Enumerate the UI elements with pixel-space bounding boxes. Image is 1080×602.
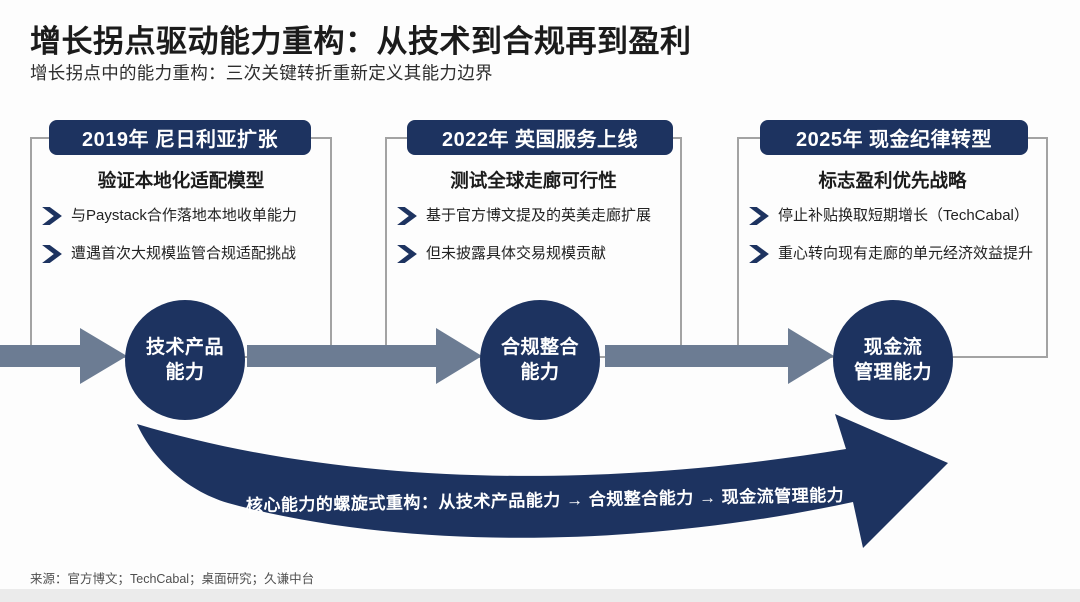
source-note: 来源：官方博文；TechCabal；桌面研究；久谦中台 — [30, 572, 315, 586]
bullet-item: 但未披露具体交易规模贡献 — [397, 244, 677, 264]
card-header-2022: 2022年 英国服务上线 — [407, 120, 673, 155]
bottom-strip — [0, 589, 1080, 602]
chevron-right-icon — [749, 245, 769, 263]
bullet-text: 遭遇首次大规模监管合规适配挑战 — [71, 245, 297, 262]
chevron-right-icon — [42, 207, 62, 225]
bullet-item: 基于官方博文提及的英美走廊扩展 — [397, 206, 677, 226]
card-subheader-2025: 标志盈利优先战略 — [818, 170, 967, 191]
bullet-text: 但未披露具体交易规模贡献 — [426, 245, 607, 262]
bullet-text: 重心转向现有走廊的单元经济效益提升 — [778, 245, 1034, 262]
bullet-item: 与Paystack合作落地本地收单能力 — [42, 206, 327, 226]
bullet-text: 停止补贴换取短期增长（TechCabal） — [778, 207, 1029, 224]
card-header-2019: 2019年 尼日利亚扩张 — [49, 120, 311, 155]
capability-circle-compliance: 合规整合 能力 — [480, 300, 600, 420]
chevron-right-icon — [749, 207, 769, 225]
page-title: 增长拐点驱动能力重构：从技术到合规再到盈利 — [30, 24, 692, 59]
chevron-right-icon — [397, 245, 417, 263]
card-subheader-2019: 验证本地化适配模型 — [97, 170, 265, 191]
chevron-right-icon — [42, 245, 62, 263]
bullet-item: 停止补贴换取短期增长（TechCabal） — [749, 206, 1045, 226]
card-header-2025: 2025年 现金纪律转型 — [760, 120, 1028, 155]
spiral-banner-text: 核心能力的螺旋式重构：从技术产品能力 → 合规整合能力 → 现金流管理能力 — [245, 485, 845, 516]
bullet-item: 重心转向现有走廊的单元经济效益提升 — [749, 244, 1045, 264]
capability-circle-tech: 技术产品 能力 — [125, 300, 245, 420]
chevron-right-icon — [397, 207, 417, 225]
bullet-item: 遭遇首次大规模监管合规适配挑战 — [42, 244, 327, 264]
page-subtitle: 增长拐点中的能力重构：三次关键转折重新定义其能力边界 — [30, 63, 493, 83]
capability-circle-cashflow: 现金流 管理能力 — [833, 300, 953, 420]
bullet-text: 与Paystack合作落地本地收单能力 — [71, 207, 297, 224]
card-subheader-2022: 测试全球走廊可行性 — [450, 170, 617, 191]
bullet-text: 基于官方博文提及的英美走廊扩展 — [426, 207, 652, 224]
